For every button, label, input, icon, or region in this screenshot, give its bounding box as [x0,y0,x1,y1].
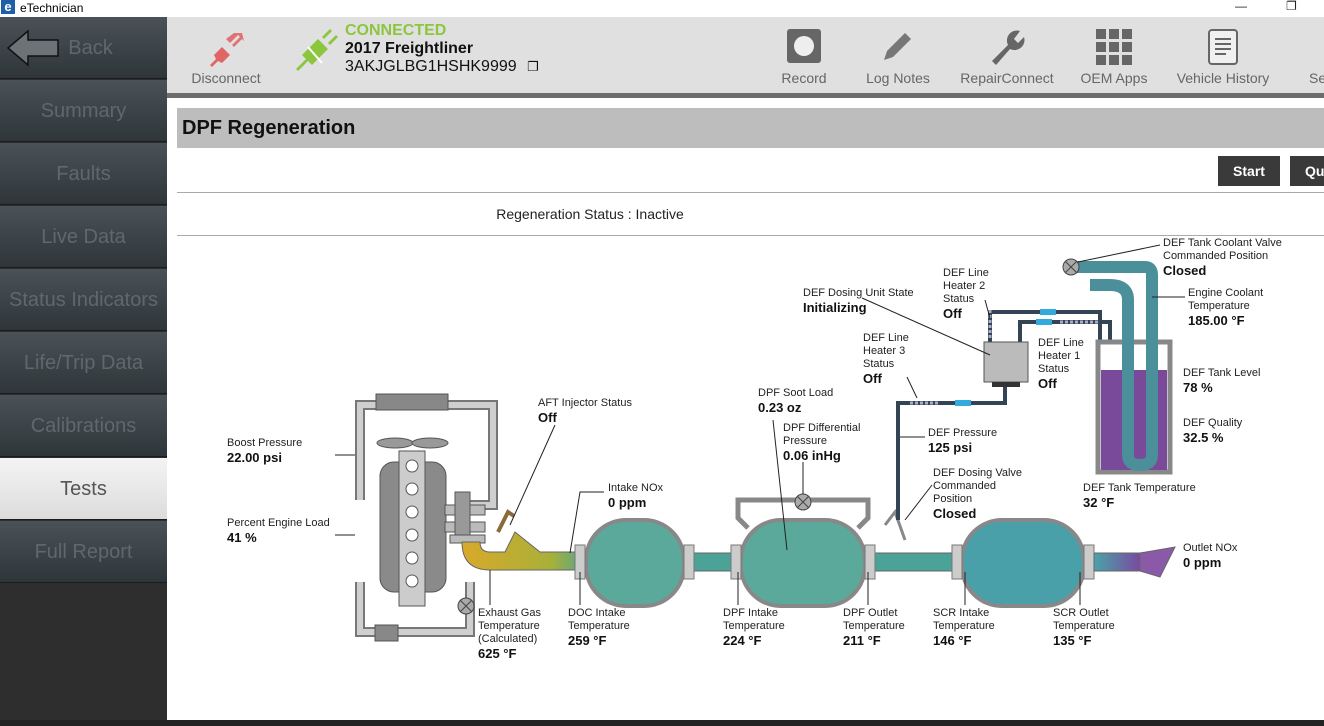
dpf-canister [739,518,867,608]
dpf-dp-valve-icon [794,493,812,511]
log-notes-button[interactable]: Log Notes [862,17,934,98]
vin: 3AKJGLBG1HSHK9999 ❐ [345,58,539,76]
vehicle-history-button[interactable]: Vehicle History [1175,17,1271,98]
start-button[interactable]: Start [1218,156,1280,186]
toolbar: Disconnect CONNECTED 2017 Freightliner 3… [167,17,1324,98]
unplug-icon [210,33,244,67]
sidebar-item-tests[interactable]: Tests [0,458,167,520]
connection-info: CONNECTED 2017 Freightliner 3AKJGLBG1HSH… [345,22,539,76]
settings-button[interactable]: Setti [1297,17,1324,98]
record-button[interactable]: Record [775,17,833,98]
vehicle-history-label: Vehicle History [1176,70,1270,86]
app-logo: e [1,0,15,14]
connection-status: CONNECTED [345,22,447,39]
wrench-icon [992,30,1025,65]
divider [177,192,1324,193]
sidebar-item-status-indicators[interactable]: Status Indicators [0,269,167,331]
sidebar-item-calibrations[interactable]: Calibrations [0,395,167,457]
back-arrow-icon [6,29,59,67]
page-title: DPF Regeneration [177,108,1324,148]
grid-icon [1096,29,1132,65]
record-label: Record [781,70,827,86]
egr-valve-icon [457,597,475,615]
document-icon [1208,29,1238,65]
repairconnect-label: RepairConnect [960,70,1054,86]
copy-icon[interactable]: ❐ [527,59,539,74]
doc-canister [584,518,686,608]
sidebar-item-life-trip-data[interactable]: Life/Trip Data [0,332,167,394]
oem-apps-label: OEM Apps [1080,70,1148,86]
record-icon [787,29,821,63]
back-label: Back [68,37,113,59]
coolant-loop [1072,261,1158,472]
title-bar: e eTechnician — ❐ [0,0,1324,17]
dosing-valve [883,508,907,541]
aft-injector [496,509,516,533]
sidebar-item-live-data[interactable]: Live Data [0,206,167,268]
coolant-valve-readout: DEF Tank Coolant Valve Commanded Positio… [1163,237,1282,278]
taskbar [0,720,1324,726]
fan-icon [376,437,414,449]
coolant-valve-icon [1062,258,1080,276]
sidebar: Back Summary Faults Live Data Status Ind… [0,17,167,726]
def-dosing-unit [983,341,1029,383]
sidebar-item-faults[interactable]: Faults [0,143,167,205]
vehicle-name: 2017 Freightliner [345,40,474,57]
back-button[interactable]: Back [0,17,167,79]
settings-label: Setti [1309,70,1324,86]
sidebar-item-summary[interactable]: Summary [0,80,167,142]
vin-text: 3AKJGLBG1HSHK9999 [345,58,517,75]
intercooler [375,393,449,411]
repairconnect-button[interactable]: RepairConnect [957,17,1057,98]
log-notes-label: Log Notes [866,70,930,86]
restore-button[interactable]: ❐ [1286,0,1297,13]
quit-button[interactable]: Qu [1290,156,1324,186]
egt-readout: Exhaust Gas Temperature (Calculated)625 … [478,607,541,661]
disconnect-label: Disconnect [191,70,261,86]
sidebar-item-full-report[interactable]: Full Report [0,521,167,583]
plug-connected-icon [296,29,338,71]
disconnect-button[interactable]: Disconnect [187,17,265,98]
scr-canister [960,518,1086,608]
minimize-button[interactable]: — [1235,0,1247,13]
divider [177,235,1324,236]
oem-apps-button[interactable]: OEM Apps [1079,17,1149,98]
regeneration-status: Regeneration Status : Inactive [496,206,684,222]
pencil-icon [884,33,911,60]
app-title: eTechnician [20,1,84,15]
